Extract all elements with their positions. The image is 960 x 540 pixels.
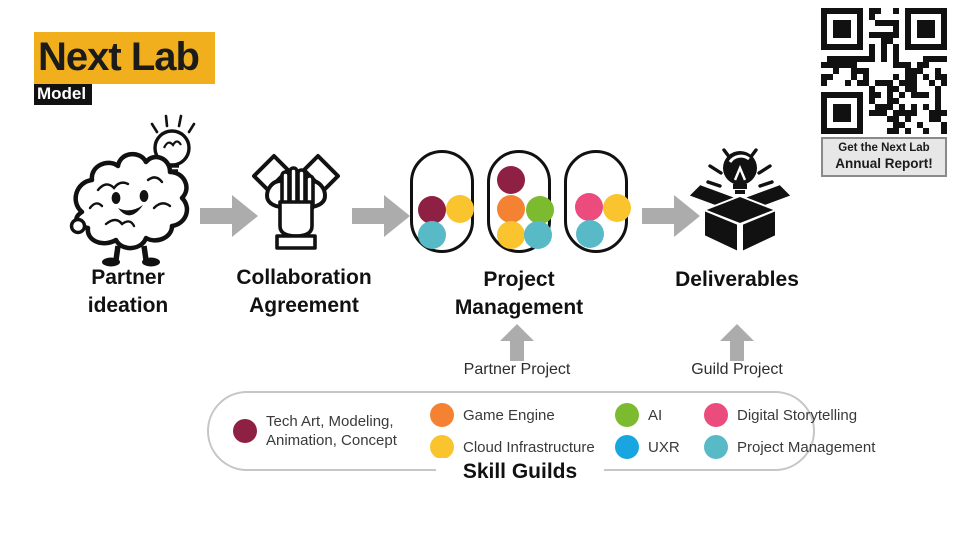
legend-item-label: Project Management (737, 438, 876, 456)
guild-dot-game_engine (497, 195, 525, 223)
qr-caption-line1: Get the Next Lab (838, 142, 930, 154)
up-arrow-icon (720, 324, 754, 361)
guild-dot-icon (704, 435, 728, 459)
legend-item: Cloud Infrastructure (430, 435, 601, 459)
guild-dot-icon (430, 403, 454, 427)
skill-guilds-legend: Tech Art, Modeling, Animation, Concept G… (207, 391, 875, 471)
guild-dot-cloud_infrastructure (497, 221, 525, 249)
partner-project-label: Partner Project (463, 361, 571, 378)
legend-item: AI (615, 403, 690, 427)
stage-label-project-management: Project Management (454, 268, 584, 319)
flow-arrow-icon (352, 195, 410, 237)
legend-item-label: Cloud Infrastructure (463, 438, 595, 456)
stage-label-partner-ideation: Partner ideation (87, 266, 169, 317)
guild-dot-project_management (524, 221, 552, 249)
qr-caption-line2: Annual Report! (835, 156, 933, 171)
legend-item-label: Tech Art, Modeling, Animation, Concept (266, 413, 397, 449)
page-subtitle: Model (34, 84, 93, 105)
legend-item: Game Engine (430, 403, 601, 427)
up-arrow-icon (500, 324, 534, 361)
guild-dot-project_management (418, 221, 446, 249)
legend-item: Tech Art, Modeling, Animation, Concept (233, 412, 416, 450)
project-pill-2 (487, 150, 554, 253)
project-pill-3 (564, 150, 631, 253)
legend-item: Digital Storytelling (704, 403, 892, 427)
page-title: Next Lab (34, 32, 215, 84)
legend-item-label: Game Engine (463, 406, 555, 424)
legend-item: UXR (615, 435, 690, 459)
guild-dot-icon (233, 419, 257, 443)
guild-dot-project_management (576, 220, 604, 248)
stage-label-collaboration-agreement: Collaboration Agreement (236, 266, 372, 317)
flow-arrow-icon (200, 195, 258, 237)
guild-dot-icon (704, 403, 728, 427)
guild-dot-ai (526, 196, 554, 224)
open-box-lightbulb-icon (687, 148, 793, 253)
legend-item: Project Management (704, 435, 892, 459)
qr-code (821, 8, 947, 134)
project-pill-1 (410, 150, 474, 253)
guild-dot-tech_art (418, 196, 446, 224)
guild-dot-icon (615, 403, 639, 427)
stage-label-deliverables: Deliverables (675, 268, 799, 291)
legend-item-label: Digital Storytelling (737, 406, 858, 424)
guild-dot-cloud_infrastructure (603, 194, 631, 222)
legend-item-label: UXR (648, 438, 680, 456)
brain-lightbulb-icon (69, 114, 196, 267)
flow-arrow-icon (642, 195, 700, 237)
qr-caption: Get the Next Lab Annual Report! (821, 137, 947, 177)
guild-dot-icon (615, 435, 639, 459)
legend-item-label: AI (648, 406, 663, 424)
guild-dot-icon (430, 435, 454, 459)
guild-project-label: Guild Project (691, 361, 783, 378)
hands-in-icon (252, 154, 340, 250)
guild-dot-tech_art (497, 166, 525, 194)
legend-title: Skill Guilds (436, 458, 604, 486)
guild-dot-digital_storytelling (575, 193, 603, 221)
guild-dot-cloud_infrastructure (446, 195, 474, 223)
